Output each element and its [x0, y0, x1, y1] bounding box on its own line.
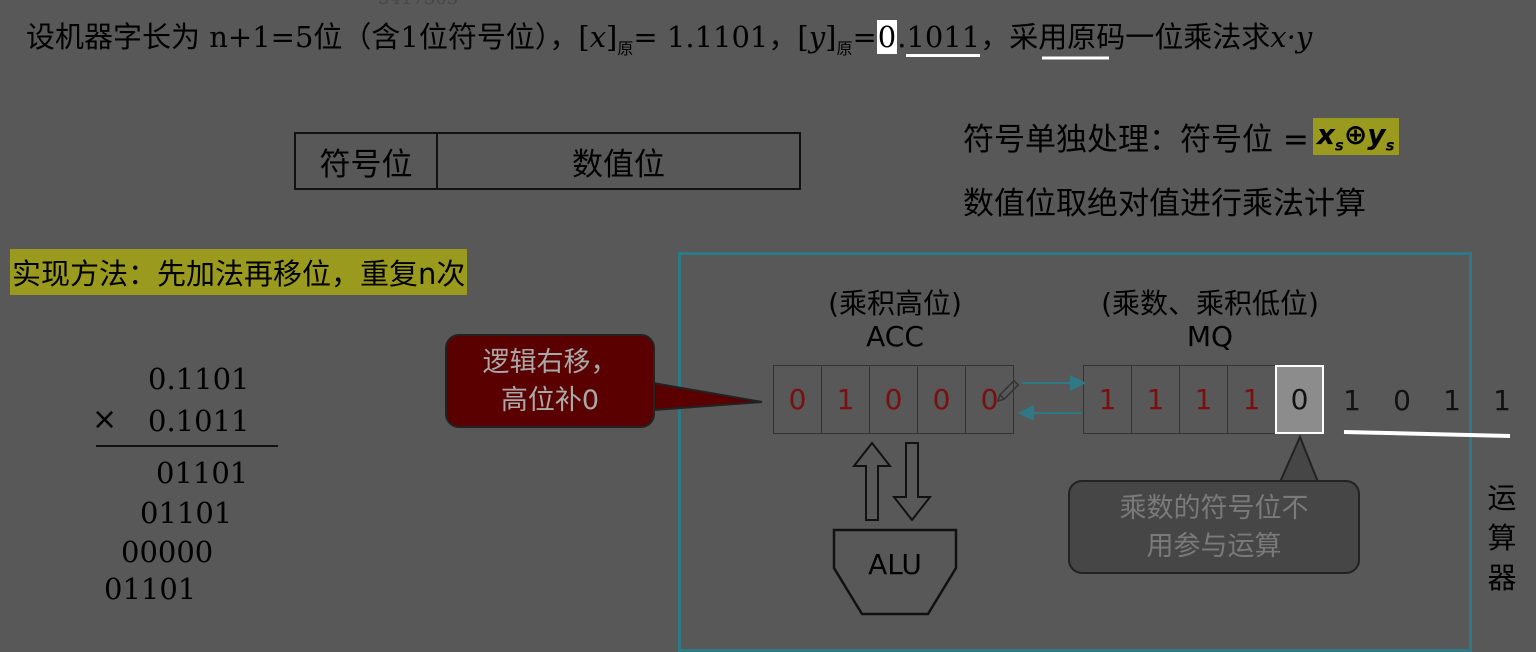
sign-value-format-table: 符号位 数值位 [294, 132, 801, 190]
partial-product-2: 01101 [140, 496, 233, 530]
y-sign-bit-highlight: 0 [876, 20, 898, 54]
method-highlight: 实现方法：先加法再移位，重复n次 [10, 249, 468, 295]
partial-product-1: 01101 [156, 456, 249, 490]
remaining-bits-underline [1343, 430, 1511, 438]
mq-register: 1 1 1 1 0 [1083, 365, 1324, 434]
title-prefix: 设机器字长为 n+1=5位（含1位符号位）， [26, 20, 579, 54]
x-value: = 1.1101， [633, 20, 798, 54]
multiplier: 0.1011 [148, 404, 250, 438]
arithmetic-unit-label: 运 算 器 [1486, 478, 1518, 598]
shift-callout-tail [652, 381, 763, 412]
mq-name: MQ [1186, 320, 1234, 353]
value-bits-cell: 数值位 [572, 146, 665, 183]
problem-statement: 设机器字长为 n+1=5位（含1位符号位）， [x]原 = 1.1101， [y… [26, 14, 1312, 64]
x-original-code: [x]原 [578, 20, 634, 58]
alu-label: ALU [868, 548, 922, 581]
shift-callout: 逻辑右移， 高位补0 [445, 334, 655, 428]
pencil-icon [996, 379, 1020, 403]
sign-xor-formula: xs⊕ys [1312, 118, 1399, 155]
remaining-bit: 1 [1343, 384, 1361, 417]
sign-callout-tail [1278, 434, 1320, 483]
multiplicand: 0.1101 [148, 362, 250, 396]
product-expression: x·y [1270, 20, 1313, 54]
remaining-bit: 1 [1493, 384, 1511, 417]
sign-bit-cell: 符号位 [296, 134, 438, 188]
acc-name: ACC [866, 320, 924, 353]
shift-callout-line1: 逻辑右移， [482, 347, 618, 378]
mq-remaining-bits: 1 0 1 1 [1327, 384, 1527, 417]
y-dot: . [897, 20, 907, 54]
y-original-code: [y]原 [797, 20, 853, 58]
y-value-bits-underlined: 1011 [906, 20, 981, 57]
alu-up-arrow [851, 441, 893, 521]
unit-label-char: 运 [1487, 481, 1517, 515]
sign-note-label: 符号单独处理：符号位 = [963, 122, 1309, 158]
multiplication-rule [96, 445, 278, 447]
unit-label-char: 器 [1487, 561, 1517, 595]
mq-caption: (乘数、乘积低位) [1101, 287, 1319, 320]
faded-background-text: 5417303 [378, 0, 458, 9]
partial-product-3: 00000 [121, 535, 214, 569]
sign-callout-line2: 用参与运算 [1146, 531, 1282, 562]
partial-product-4: 01101 [104, 572, 197, 606]
acc-bit: 0 [965, 365, 1014, 434]
sign-handling-note: 符号单独处理：符号位 = xs⊕ys [963, 114, 1399, 159]
y-eq: = [852, 20, 877, 54]
sign-callout-line1: 乘数的符号位不 [1119, 493, 1309, 524]
shift-callout-line2: 高位补0 [500, 385, 600, 416]
remaining-bit: 1 [1443, 384, 1461, 417]
remaining-bit: 0 [1393, 384, 1411, 417]
title-suffix: ，采用原码一位乘法求 [980, 20, 1271, 54]
alu-down-arrow [891, 442, 933, 522]
acc-register: 0 1 0 0 0 [773, 365, 1014, 434]
mq-current-bit: 0 [1275, 365, 1324, 434]
acc-caption: (乘积高位) [828, 287, 962, 320]
unit-label-char: 算 [1487, 521, 1517, 555]
times-sign: × [92, 402, 118, 437]
value-handling-note: 数值位取绝对值进行乘法计算 [963, 186, 1366, 222]
sign-bit-callout: 乘数的符号位不 用参与运算 [1068, 480, 1360, 574]
